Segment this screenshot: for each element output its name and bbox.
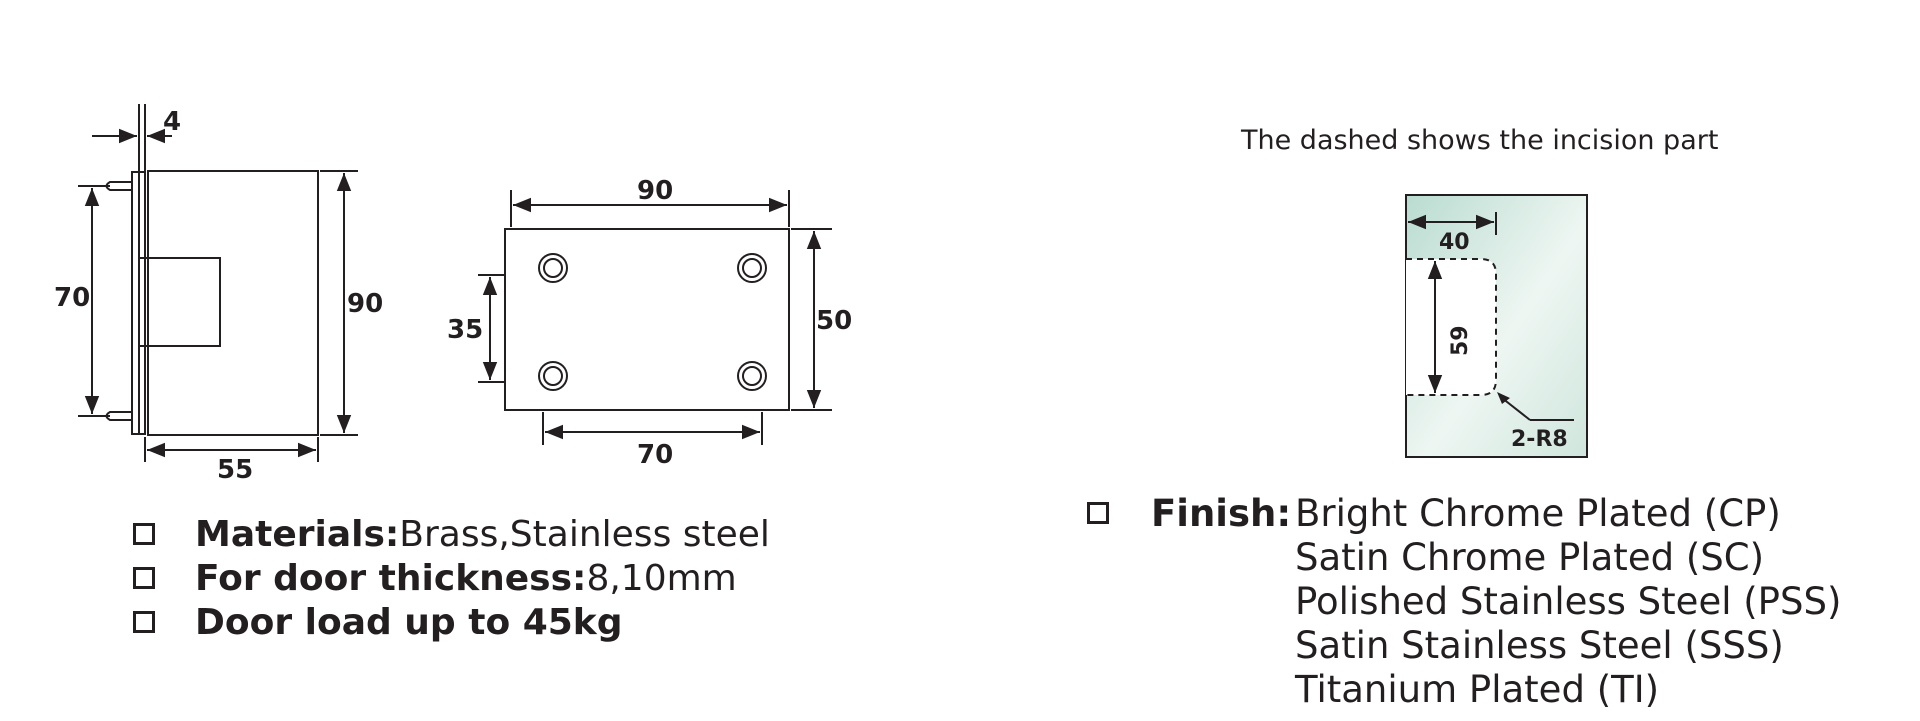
- spec-label: Materials:: [195, 513, 400, 555]
- finish-item: Satin Chrome Plated (SC): [1295, 536, 1765, 579]
- finish-label: Finish:: [1151, 492, 1292, 535]
- spec-value: Brass,Stainless steel: [399, 513, 770, 555]
- spec-door-thickness: For door thickness: 8,10mm: [133, 556, 770, 600]
- checkbox-icon: [1087, 502, 1109, 524]
- side-dim-thickness: 4: [163, 107, 181, 137]
- finish-item: Titanium Plated (TI): [1295, 668, 1660, 711]
- spec-materials: Materials: Brass,Stainless steel: [133, 512, 770, 556]
- spec-label: Door load up to 45kg: [195, 601, 623, 643]
- cutout-dim-height: 59: [1448, 325, 1473, 356]
- cutout-dim-width: 40: [1439, 230, 1470, 255]
- side-dim-height-inner: 70: [54, 283, 90, 313]
- side-view-drawing: [78, 104, 358, 462]
- finish-block: Finish: Bright Chrome Plated (CP) Satin …: [1087, 492, 1841, 712]
- side-dim-width: 55: [217, 455, 253, 485]
- plate-view-drawing: [478, 190, 832, 445]
- finish-item: Bright Chrome Plated (CP): [1295, 492, 1781, 535]
- cutout-dim-radius: 2-R8: [1511, 427, 1568, 452]
- plate-dim-hole-horizontal: 70: [637, 440, 673, 470]
- spec-door-load: Door load up to 45kg: [133, 600, 770, 644]
- finish-list: Bright Chrome Plated (CP) Satin Chrome P…: [1295, 492, 1841, 712]
- side-dim-height: 90: [347, 289, 383, 319]
- checkbox-icon: [133, 523, 155, 545]
- checkbox-icon: [133, 567, 155, 589]
- finish-item: Satin Stainless Steel (SSS): [1295, 624, 1784, 667]
- finish-label-wrap: Finish:: [1087, 492, 1295, 712]
- spec-value: 8,10mm: [586, 557, 737, 599]
- plate-dim-height: 50: [816, 306, 852, 336]
- checkbox-icon: [133, 611, 155, 633]
- cutout-caption: The dashed shows the incision part: [1240, 125, 1718, 156]
- spec-label: For door thickness:: [195, 557, 587, 599]
- spec-list: Materials: Brass,Stainless steel For doo…: [133, 512, 770, 644]
- plate-dim-width: 90: [637, 176, 673, 206]
- finish-item: Polished Stainless Steel (PSS): [1295, 580, 1842, 623]
- plate-dim-hole-vertical: 35: [447, 315, 483, 345]
- glass-cutout-drawing: [1405, 194, 1588, 458]
